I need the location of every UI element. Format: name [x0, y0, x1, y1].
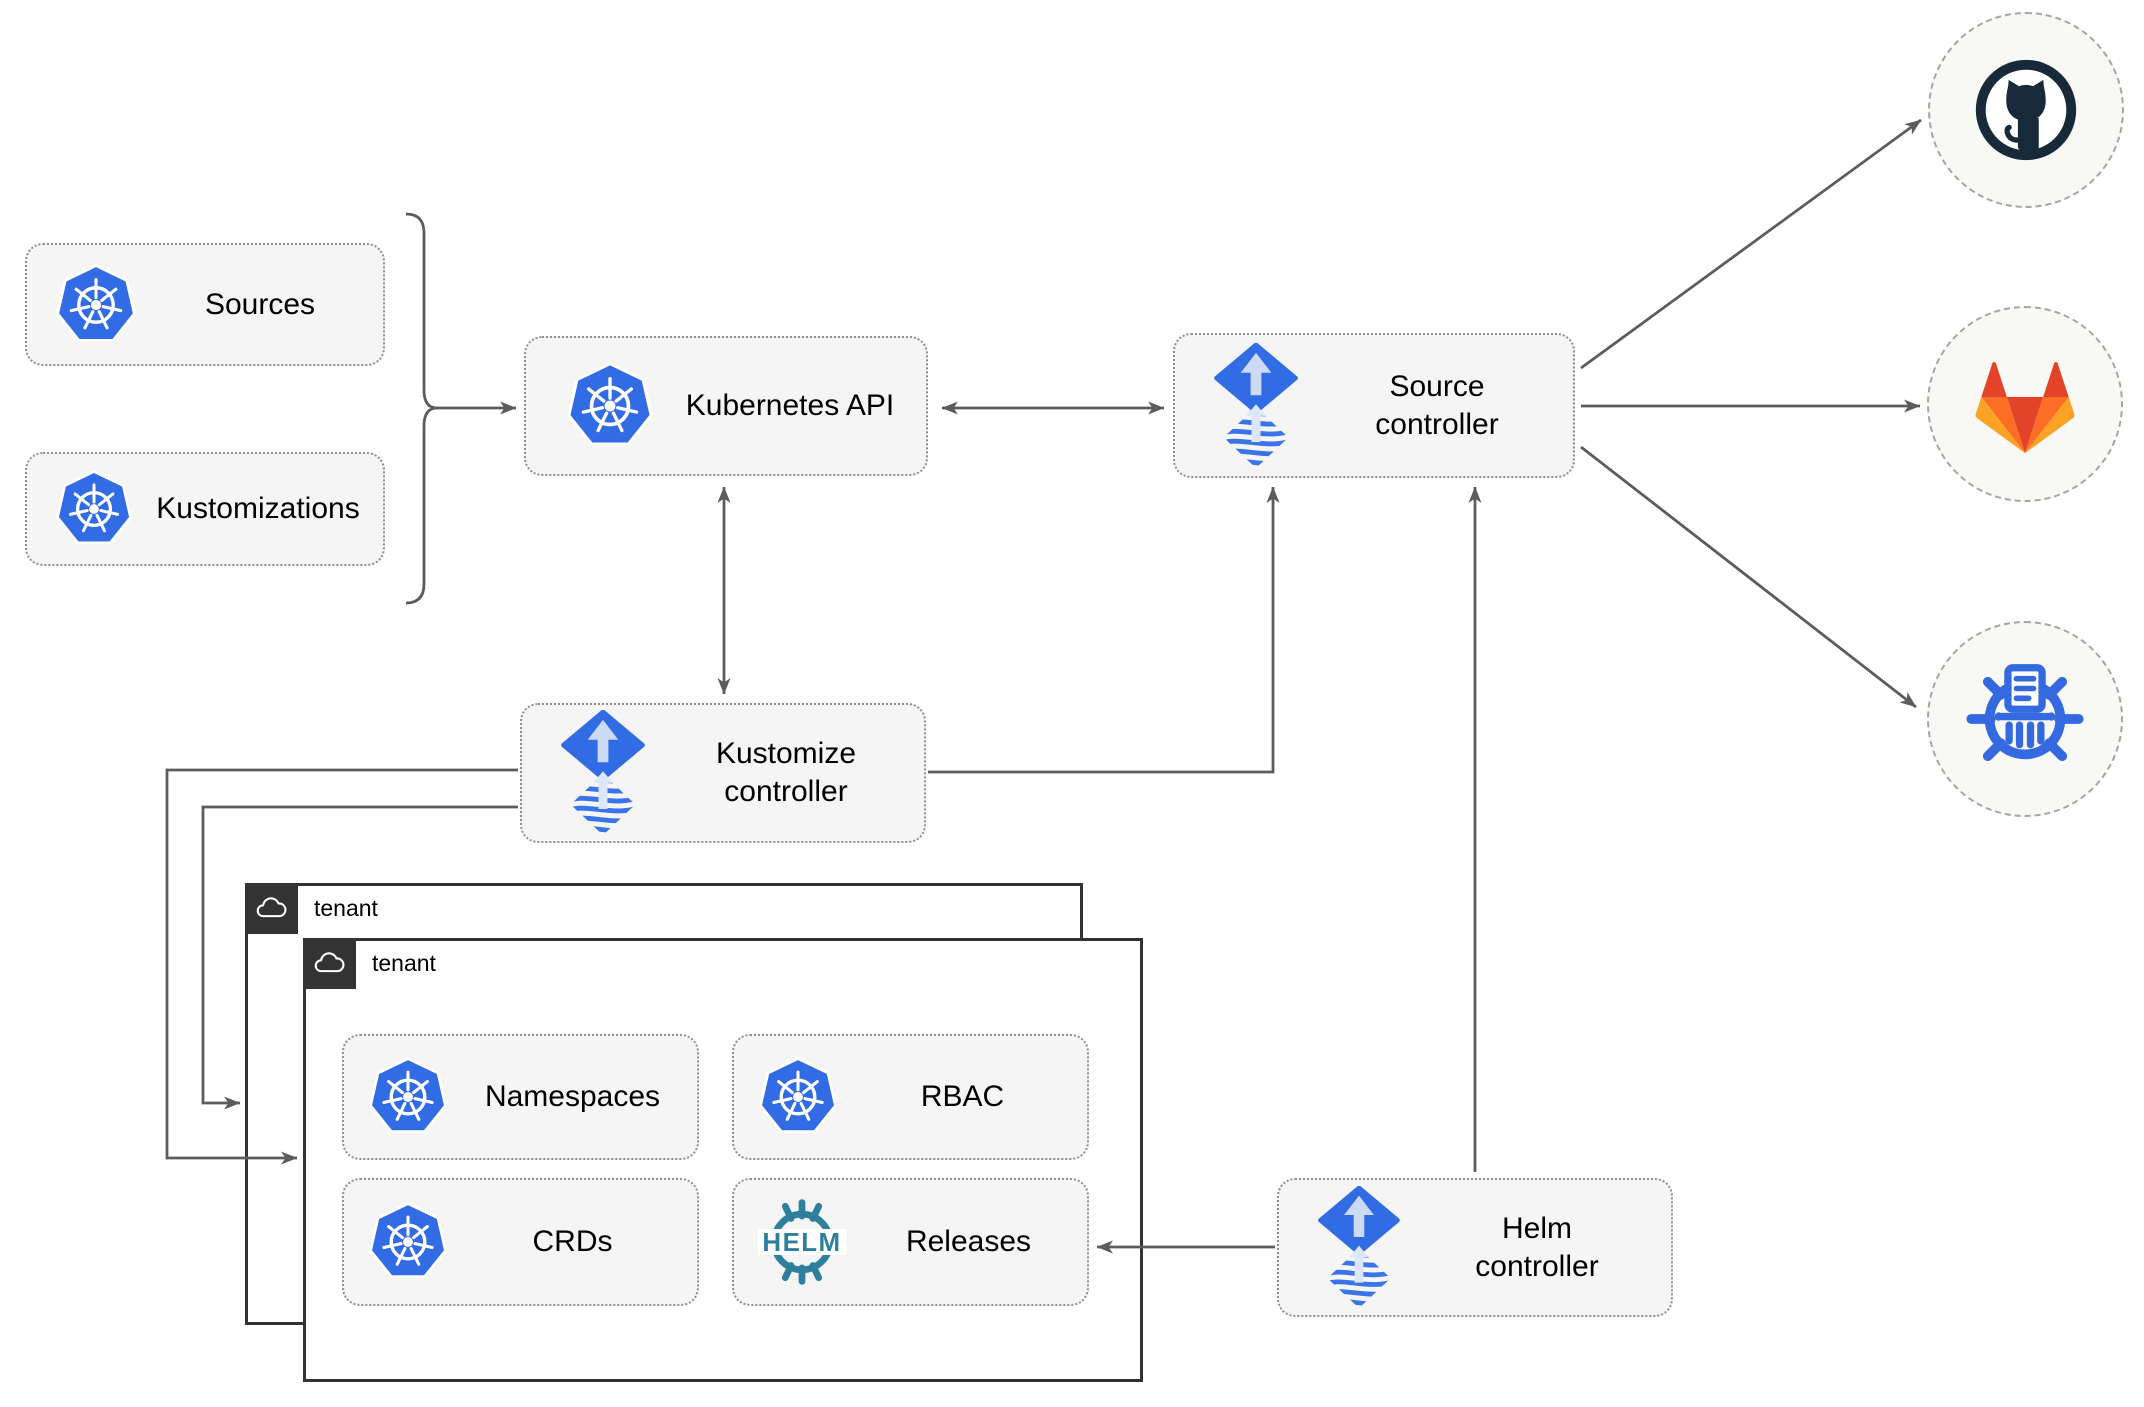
kustomizations-label: Kustomizations [156, 492, 360, 525]
github-octocat-icon [1975, 59, 2077, 161]
kubernetes-api-label: Kubernetes API [685, 389, 895, 422]
arrow-source-controller-to-github [1580, 118, 1922, 370]
sources-node: Sources [25, 243, 385, 366]
crds-node: CRDs [342, 1178, 699, 1306]
flux-icon [1315, 1186, 1403, 1309]
sources-label: Sources [204, 287, 316, 321]
kubernetes-icon [368, 1202, 448, 1282]
helm-badge-text: HELM [762, 1229, 841, 1257]
kubernetes-icon [566, 362, 654, 450]
crds-label: CRDs [532, 1225, 613, 1258]
namespaces-label: Namespaces [484, 1080, 661, 1113]
kubernetes-icon [758, 1057, 838, 1137]
releases-node: HELM Releases [732, 1178, 1089, 1306]
chartmuseum-helm-repository-icon [1966, 664, 2084, 762]
namespaces-node: Namespaces [342, 1034, 699, 1160]
tenant-front-label: tenant [372, 950, 436, 976]
tenant-back-tab [245, 883, 298, 934]
kubernetes-api-node: Kubernetes API [524, 336, 928, 476]
helm-wheel-icon: HELM [754, 1194, 850, 1290]
releases-label: Releases [905, 1225, 1032, 1258]
flux-icon [558, 710, 648, 836]
rbac-label: RBAC [920, 1080, 1005, 1113]
flux-icon [1211, 343, 1301, 469]
cloud-icon [314, 951, 345, 977]
gitlab-endpoint [1927, 306, 2123, 502]
github-endpoint [1928, 12, 2124, 208]
kubernetes-icon [368, 1057, 448, 1137]
cloud-icon [256, 896, 287, 922]
tenant-back-label: tenant [314, 895, 378, 921]
kustomizations-node: Kustomizations [25, 452, 385, 566]
bracket-sources-kustomizations [405, 212, 438, 605]
kubernetes-icon [55, 470, 133, 548]
arrow-source-controller-to-chartmuseum [1580, 445, 1917, 709]
kubernetes-icon [55, 264, 137, 346]
chartmuseum-endpoint [1927, 621, 2123, 817]
tenant-box-front: tenant [303, 938, 1143, 1382]
gitlab-tanuki-icon [1975, 361, 2075, 454]
rbac-node: RBAC [732, 1034, 1089, 1160]
arrow-kustomize-to-source-controller [928, 486, 1280, 774]
tenant-front-tab [303, 938, 356, 989]
